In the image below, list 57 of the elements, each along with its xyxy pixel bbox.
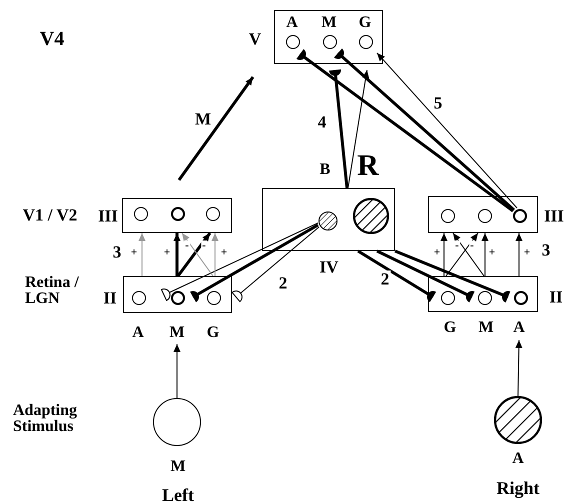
pathway-number: 3 [112, 244, 122, 260]
arrow [516, 232, 522, 276]
stimulus-label: Left [162, 486, 194, 504]
edge-label: M [194, 110, 212, 128]
cell-type-label: A [132, 325, 144, 341]
edge-label: 2 [380, 270, 390, 288]
synapse-connection [160, 222, 318, 301]
cell-type-label: G [358, 15, 372, 31]
arrow [182, 232, 214, 276]
synapse-connection [296, 49, 514, 212]
area-label: V4 [40, 29, 64, 49]
stimulus-label: A [512, 451, 524, 467]
layer-label: III [98, 208, 118, 224]
layer-label: V [248, 30, 262, 48]
synapse-connection [190, 224, 319, 302]
area-label: Retina / LGN [25, 275, 79, 307]
arrow [174, 344, 180, 398]
arrow [178, 76, 254, 181]
cell-type-label: B [320, 162, 330, 178]
edge-label: 4 [316, 114, 328, 130]
pathway-number: 3 [542, 242, 550, 258]
arrow [452, 232, 484, 276]
synapse-connection [376, 250, 475, 302]
cell-type-label: A [513, 320, 525, 336]
layer-label: II [103, 290, 117, 306]
cell-type-label: A [286, 15, 298, 31]
arrow [138, 232, 146, 276]
layer-label: III [544, 208, 564, 224]
arrow [376, 52, 518, 208]
cell-type-label: M [321, 15, 337, 31]
synapse-connection [357, 250, 436, 302]
area-label: Adapting Stimulus [13, 403, 78, 435]
cell-type-label: G [444, 320, 456, 336]
cell-type-label: G [206, 325, 220, 341]
arrow [174, 233, 180, 276]
cell-type-label: R [357, 151, 379, 181]
area-label: V1 / V2 [22, 206, 78, 224]
synapse-connection [334, 48, 515, 212]
layer-label: IV [320, 258, 338, 276]
synapse-connection [394, 250, 510, 303]
synapse-connection [232, 226, 320, 302]
edge-label: 2 [278, 274, 288, 292]
cell-type-label: M [478, 320, 494, 336]
hatched-cell-circle [318, 211, 338, 231]
stimulus-label: M [170, 459, 186, 475]
synapse-connection [329, 69, 348, 188]
arrow [440, 232, 448, 276]
arrow [446, 232, 478, 276]
arrow [482, 232, 488, 276]
arrow [515, 340, 522, 396]
arrow [212, 232, 218, 276]
cell-type-label: M [169, 325, 185, 341]
arrow [176, 232, 212, 277]
stimulus-label: Right [496, 479, 540, 497]
layer-label: II [549, 288, 563, 306]
edge-label: 5 [432, 94, 444, 112]
arrow [348, 70, 370, 188]
